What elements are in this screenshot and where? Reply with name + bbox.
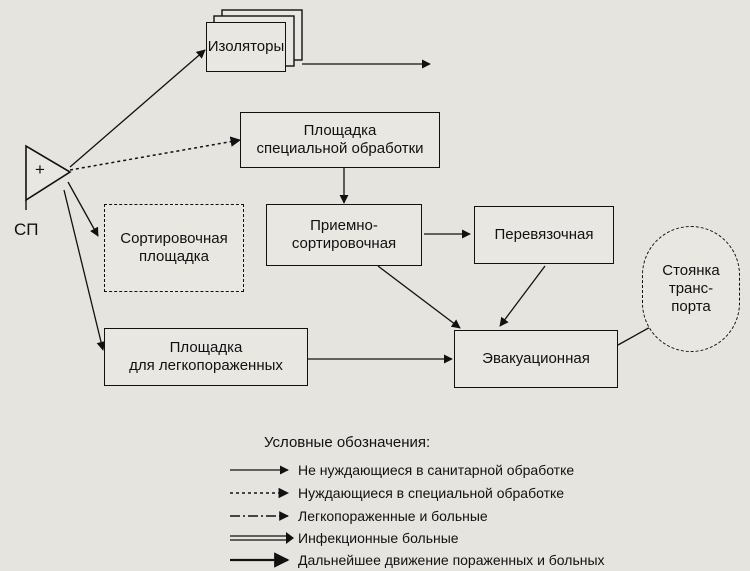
arrow-source-sorting xyxy=(67,181,99,237)
legend-title: Условные обозначения: xyxy=(264,434,431,451)
node-dressing: Перевязочная xyxy=(474,206,614,264)
arrow-reception-evacuation xyxy=(377,265,461,329)
legend-label-double: Инфекционные больные xyxy=(298,530,459,546)
source-triangle xyxy=(25,144,72,202)
node-evacuation: Эвакуационная xyxy=(454,330,618,388)
node-sorting-area: Сортировочная площадка xyxy=(104,204,244,292)
arrow-source-insulators xyxy=(69,49,206,168)
source-label: СП xyxy=(14,220,39,239)
legend-label-dash-dot: Легкопораженные и больные xyxy=(298,508,488,524)
node-special-treatment: Площадка специальной обработки xyxy=(240,112,440,168)
arrow-source-light xyxy=(63,189,106,351)
node-reception-sorting: Приемно- сортировочная xyxy=(266,204,422,266)
arrow-dressing-evacuation xyxy=(499,265,546,327)
legend-label-dotted: Нуждающиеся в специальной обработке xyxy=(298,485,565,501)
node-transport: Стоянка транс- порта xyxy=(642,226,740,352)
node-lightly-injured: Площадка для легкопораженных xyxy=(104,328,308,386)
legend-sample-double-head xyxy=(286,532,294,544)
arrow-source-special xyxy=(69,136,242,171)
legend-label-solid: Не нуждающиеся в санитарной обработке xyxy=(298,462,575,478)
legend-label-solid-arrow: Дальнейшее движение пораженных и больных xyxy=(298,552,605,568)
node-insulators: Изоляторы xyxy=(206,22,286,72)
source-sign: + xyxy=(35,160,45,179)
